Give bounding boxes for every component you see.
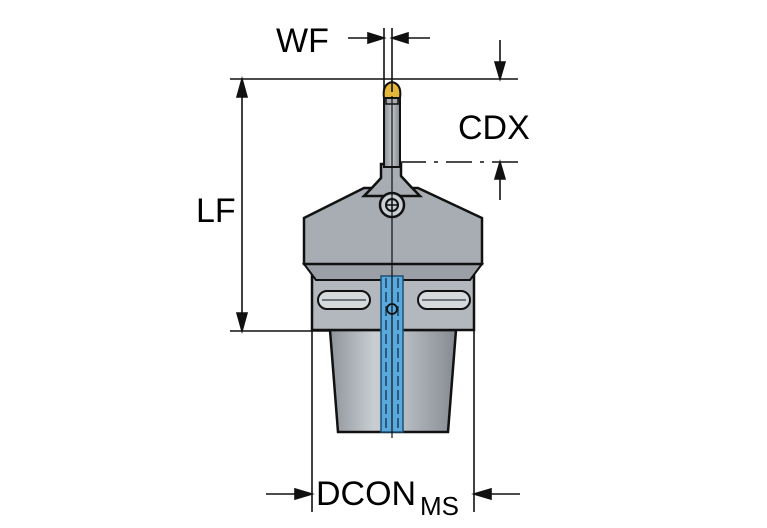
label-wf: WF: [276, 22, 329, 60]
head-block: [302, 186, 484, 266]
dimension-lines: [230, 28, 520, 512]
label-cdx: CDX: [458, 109, 530, 147]
label-dcon-subscript: MS: [420, 491, 459, 521]
tool-body: [302, 80, 484, 438]
label-lf: LF: [196, 192, 236, 230]
label-dcon: DCON: [316, 475, 416, 513]
